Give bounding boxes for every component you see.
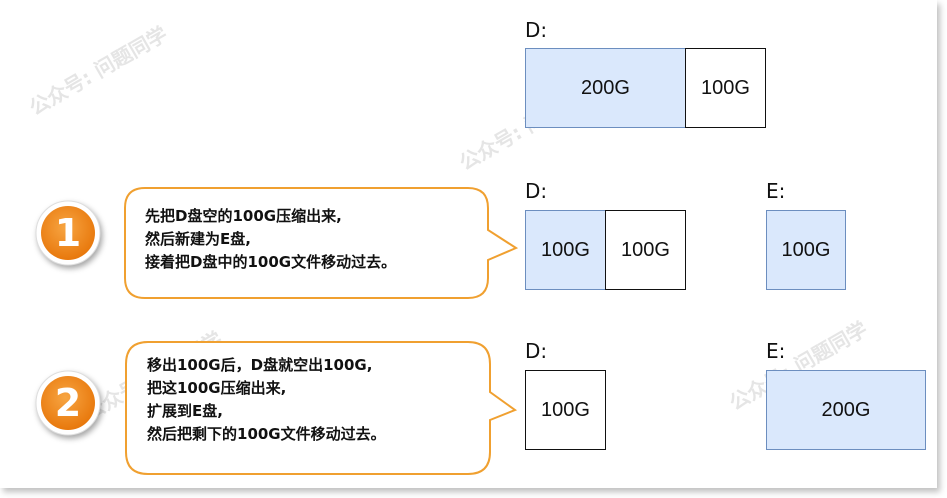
row2-e-partition: 200G bbox=[766, 370, 926, 450]
row1-d-used-partition: 100G bbox=[525, 210, 606, 290]
step-2-number: 2 bbox=[54, 381, 82, 425]
top-d-label: D: bbox=[525, 18, 548, 42]
callout-bubble-1 bbox=[124, 187, 519, 299]
step-1-number: 1 bbox=[54, 211, 82, 255]
top-d-free-partition: 100G bbox=[685, 48, 766, 128]
step-2-description: 移出100G后，D盘就空出100G, 把这100G压缩出来, 扩展到E盘, 然后… bbox=[147, 356, 386, 443]
row1-d-free-partition: 100G bbox=[605, 210, 686, 290]
step-2-badge bbox=[35, 370, 101, 436]
row2-d-label: D: bbox=[525, 339, 548, 363]
row1-d-label: D: bbox=[525, 179, 548, 203]
row1-e-partition: 100G bbox=[766, 210, 846, 290]
row1-e-label: E: bbox=[766, 179, 786, 203]
row2-d-partition: 100G bbox=[525, 370, 606, 450]
top-d-used-partition: 200G bbox=[525, 48, 686, 128]
row2-e-label: E: bbox=[766, 339, 786, 363]
step-1-description: 先把D盘空的100G压缩出来, 然后新建为E盘, 接着把D盘中的100G文件移动… bbox=[145, 207, 397, 271]
step-1-badge bbox=[35, 200, 101, 266]
callout-bubble-2 bbox=[125, 341, 518, 475]
